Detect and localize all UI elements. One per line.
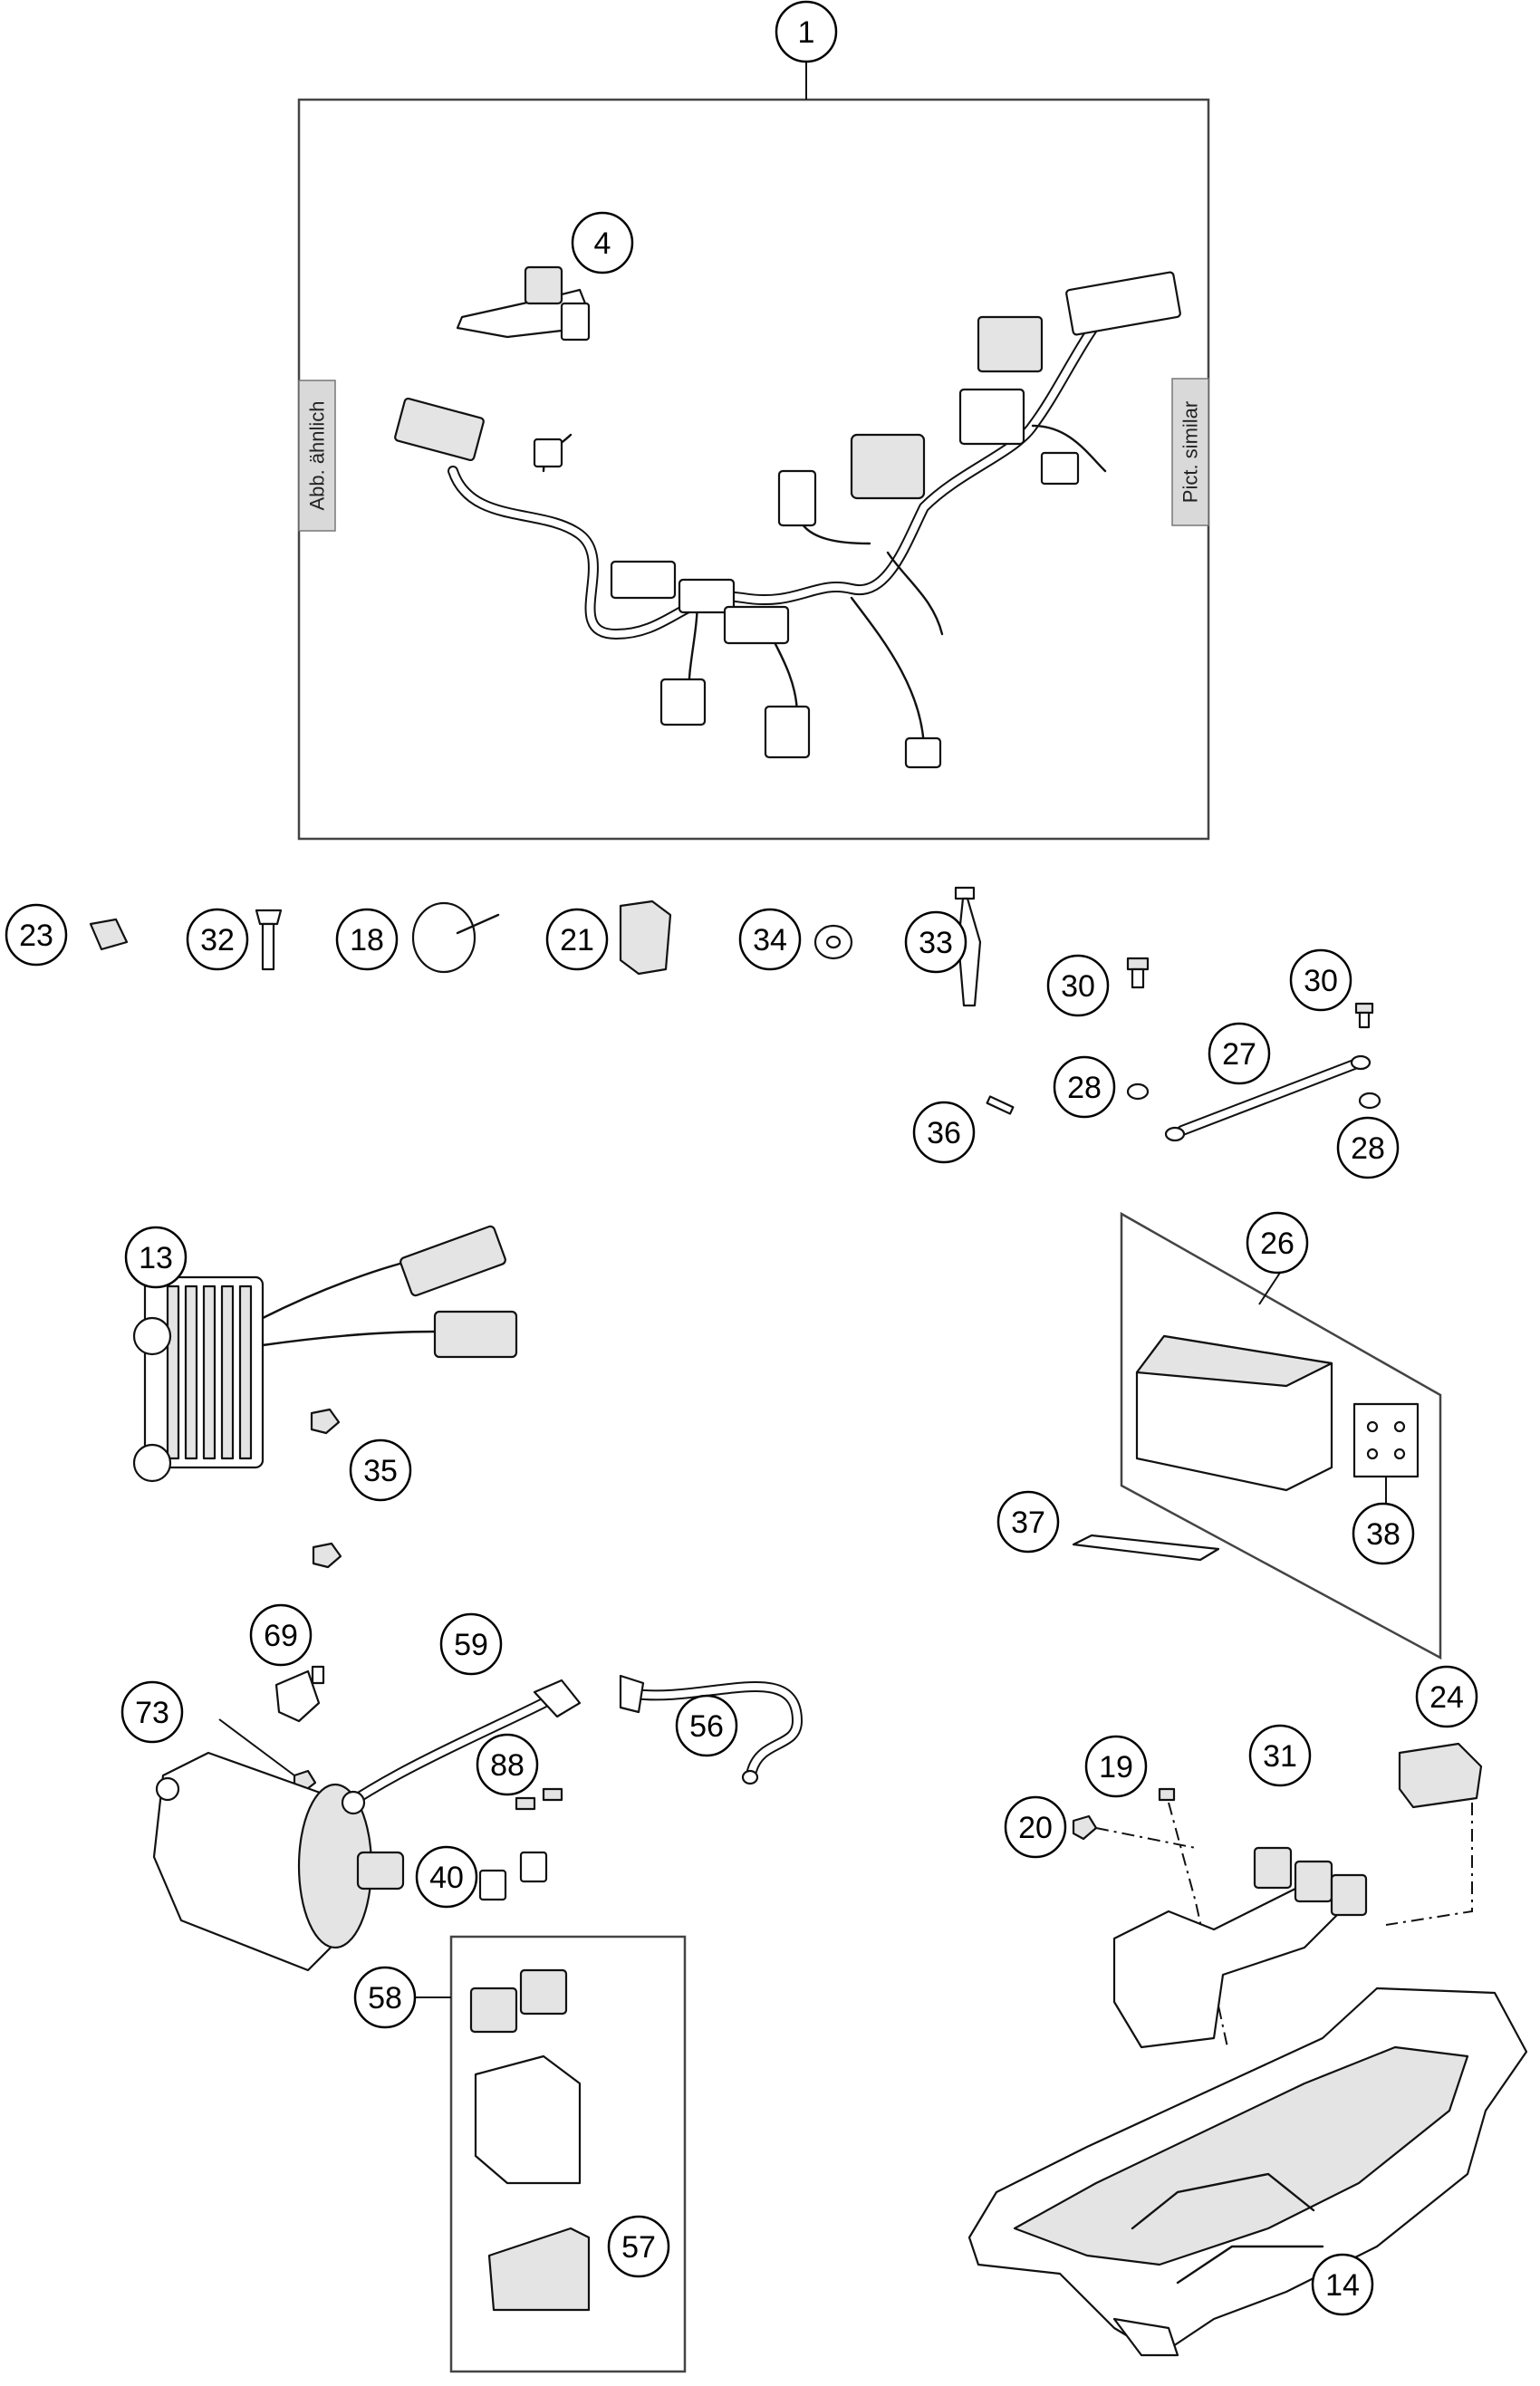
svg-text:21: 21	[560, 923, 594, 957]
part-18-cable-tie	[411, 901, 500, 974]
svg-text:19: 19	[1099, 1750, 1133, 1785]
part-23-clip	[89, 918, 129, 951]
callout-56: 56	[675, 1694, 738, 1757]
svg-text:38: 38	[1366, 1517, 1400, 1552]
part-88-screws	[515, 1787, 563, 1811]
svg-text:34: 34	[753, 923, 787, 957]
callout-18: 18	[335, 908, 399, 971]
part-35-nut-a	[310, 1408, 341, 1435]
callout-23: 23	[5, 903, 68, 967]
part-14-battery-box	[967, 1987, 1528, 2357]
callout-58: 58	[353, 1966, 417, 2029]
callout-36: 36	[912, 1101, 976, 1164]
callout-4: 4	[571, 211, 634, 274]
svg-text:18: 18	[350, 923, 384, 957]
callout-27: 27	[1208, 1022, 1271, 1085]
callout-21: 21	[545, 908, 609, 971]
part-58-relay-kit-frame	[415, 1935, 687, 2373]
callout-24: 24	[1415, 1665, 1478, 1728]
part-34-grommet	[813, 924, 853, 960]
callout-28-a: 28	[1053, 1055, 1116, 1119]
callout-37: 37	[996, 1490, 1060, 1554]
svg-text:24: 24	[1429, 1680, 1464, 1715]
part-69-cap	[274, 1665, 325, 1723]
svg-text:40: 40	[429, 1861, 464, 1895]
callout-57: 57	[607, 2215, 670, 2278]
svg-text:73: 73	[135, 1696, 169, 1730]
callout-88: 88	[476, 1733, 539, 1796]
svg-text:Pict. similar: Pict. similar	[1179, 401, 1202, 503]
part-27-battery-cable	[1164, 1054, 1372, 1142]
part-20-nut	[1072, 1814, 1197, 1849]
svg-text:Abb. ähnlich: Abb. ähnlich	[306, 400, 329, 510]
svg-text:56: 56	[689, 1709, 724, 1744]
part-56-ground-cable	[619, 1674, 804, 1785]
svg-text:57: 57	[621, 2230, 656, 2265]
callout-40: 40	[415, 1845, 478, 1909]
svg-text:37: 37	[1011, 1506, 1045, 1540]
callout-20: 20	[1004, 1795, 1067, 1859]
svg-text:4: 4	[594, 226, 611, 261]
callout-13: 13	[124, 1226, 188, 1289]
svg-text:30: 30	[1304, 964, 1338, 998]
svg-text:35: 35	[363, 1454, 398, 1488]
svg-text:1: 1	[798, 15, 815, 50]
svg-text:27: 27	[1222, 1037, 1256, 1072]
svg-text:23: 23	[19, 919, 53, 953]
svg-text:13: 13	[139, 1241, 173, 1275]
svg-text:88: 88	[490, 1748, 525, 1783]
callout-30-b: 30	[1289, 948, 1352, 1012]
wiring-harness-frame: Abb. ähnlich Pict. similar	[297, 62, 1210, 841]
frame-label-right: Pict. similar	[1171, 378, 1209, 526]
svg-text:26: 26	[1260, 1227, 1295, 1261]
svg-text:14: 14	[1325, 2268, 1360, 2303]
callout-28-b: 28	[1336, 1116, 1400, 1179]
callout-30-a: 30	[1046, 954, 1110, 1017]
svg-text:30: 30	[1061, 969, 1095, 1004]
svg-text:69: 69	[264, 1619, 298, 1653]
callout-35: 35	[349, 1438, 412, 1502]
callout-1: 1	[775, 0, 838, 63]
part-40-brushes	[478, 1851, 548, 1901]
part-37-pad	[1072, 1534, 1220, 1562]
part-13-regulator	[132, 1225, 518, 1483]
part-31-fuse-holder-bracket	[1112, 1846, 1368, 2049]
callout-34: 34	[738, 908, 802, 971]
callout-38: 38	[1352, 1502, 1415, 1565]
svg-text:28: 28	[1067, 1071, 1102, 1105]
callout-32: 32	[186, 908, 249, 971]
callout-73: 73	[120, 1680, 184, 1744]
part-30-screw-b	[1354, 1002, 1374, 1029]
frame-label-left: Abb. ähnlich	[298, 380, 336, 532]
svg-text:31: 31	[1263, 1739, 1297, 1774]
callout-59: 59	[439, 1612, 503, 1676]
part-26-battery-panel	[1120, 1211, 1442, 1660]
svg-text:32: 32	[200, 923, 235, 957]
callout-69: 69	[249, 1603, 313, 1667]
part-28-washer-b	[1358, 1092, 1381, 1110]
part-30-screw-a	[1126, 957, 1150, 989]
svg-text:58: 58	[368, 1981, 402, 2016]
part-32-pin	[255, 909, 283, 971]
callout-33: 33	[904, 910, 967, 974]
svg-text:33: 33	[919, 926, 953, 960]
svg-text:36: 36	[927, 1116, 961, 1150]
part-21-cover	[619, 900, 672, 976]
part-24-relay	[1385, 1742, 1483, 1926]
callout-26: 26	[1246, 1211, 1309, 1275]
svg-text:28: 28	[1351, 1131, 1385, 1166]
part-35-nut-b	[312, 1542, 342, 1569]
starter-motor	[152, 1751, 405, 1972]
callout-14: 14	[1311, 2253, 1374, 2316]
wiring-harness	[394, 271, 1181, 769]
part-36-bolt	[986, 1095, 1015, 1115]
callout-31: 31	[1248, 1724, 1312, 1787]
callout-19: 19	[1084, 1735, 1148, 1798]
part-28-washer-a	[1126, 1082, 1150, 1101]
svg-text:20: 20	[1018, 1811, 1053, 1845]
svg-text:59: 59	[454, 1628, 488, 1662]
part-4-bracket	[456, 265, 591, 342]
